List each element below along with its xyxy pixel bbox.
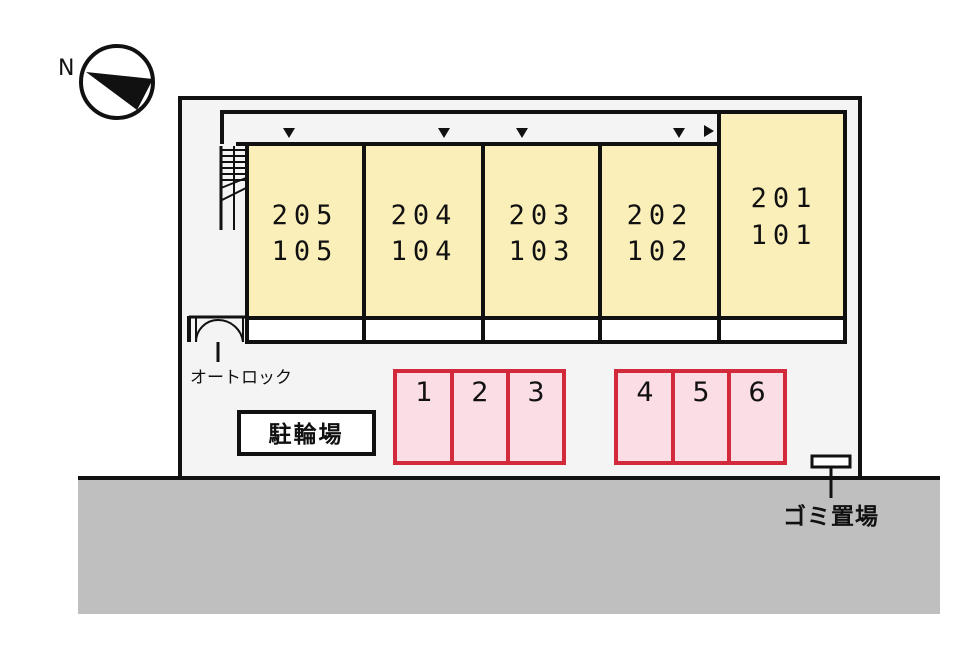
- unit-202-102: 202 102: [598, 142, 721, 320]
- unit-lower-number: 101: [751, 220, 818, 251]
- garbage-area: ゴミ置場: [783, 454, 879, 530]
- bicycle-parking: 駐輪場: [237, 410, 376, 456]
- unit-205-105: 205 105: [245, 142, 366, 320]
- entry-arrow-202: [673, 128, 685, 138]
- unit-204-104: 204 104: [362, 142, 485, 320]
- unit-upper-number: 203: [509, 200, 576, 231]
- entry-arrows: [283, 125, 714, 138]
- garbage-area-label: ゴミ置場: [783, 503, 879, 530]
- autolock-label: オートロック: [190, 368, 292, 388]
- unit-upper-number: 202: [627, 200, 694, 231]
- unit-upper-number: 201: [751, 183, 818, 214]
- staircase-icon: [219, 146, 247, 230]
- parking-space-number: 3: [527, 377, 544, 408]
- parking-space-number: 6: [748, 377, 765, 408]
- unit-201-101: 201 101: [717, 110, 847, 320]
- unit-lower-number: 105: [272, 236, 339, 267]
- north-compass-icon: N: [58, 44, 155, 120]
- unit-lower-number: 104: [391, 236, 458, 267]
- parking-space: [393, 369, 454, 465]
- unit-upper-number: 204: [391, 200, 458, 231]
- entry-arrow-204: [438, 128, 450, 138]
- unit-upper-number: 205: [272, 200, 339, 231]
- autolock-door-icon: [187, 315, 245, 362]
- unit-203-103: 203 103: [481, 142, 602, 320]
- entry-arrow-205: [283, 128, 295, 138]
- compass-north-label: N: [58, 56, 74, 81]
- parking-group-left: [393, 369, 566, 465]
- road: [78, 478, 940, 614]
- parking-space-number: 2: [471, 377, 488, 408]
- unit-lower-number: 103: [509, 236, 576, 267]
- balcony-strip: [245, 316, 847, 344]
- entry-arrow-201: [704, 125, 714, 137]
- parking-space-number: 4: [636, 377, 653, 408]
- parking-space-number: 5: [692, 377, 709, 408]
- unit-lower-number: 102: [627, 236, 694, 267]
- parking-space-number: 1: [415, 377, 432, 408]
- parking-group-right: [614, 369, 787, 465]
- parking-space: [727, 369, 787, 465]
- parking-space: [506, 369, 566, 465]
- entry-arrow-203: [516, 128, 528, 138]
- bicycle-parking-label: 駐輪場: [269, 421, 344, 448]
